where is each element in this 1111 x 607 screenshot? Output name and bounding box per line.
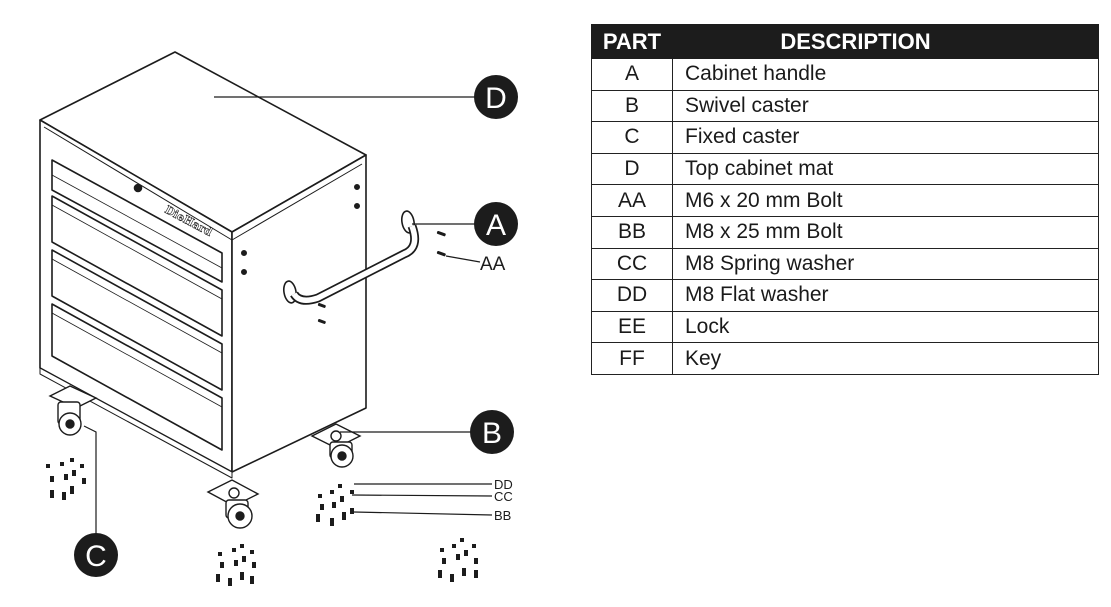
callout-c-label: C [85,540,107,573]
swivel-caster-rear [310,423,362,468]
part-description: M8 Flat washer [672,279,1099,312]
part-description: Key [672,342,1099,375]
part-description: Lock [672,310,1099,344]
drawer-3 [51,249,223,391]
part-code: B [591,89,673,123]
bolt-group-handle [317,230,446,324]
part-description: Swivel caster [672,89,1099,123]
part-code: CC [591,247,673,281]
part-code: AA [591,184,673,217]
part-code: FF [591,342,673,375]
callout-b-label: B [482,417,502,450]
part-code: A [591,58,673,91]
label-cc: CC [494,489,513,504]
part-code: D [591,152,673,186]
callout-c [74,533,118,577]
part-description: M6 x 20 mm Bolt [672,184,1099,217]
drawer-4 [51,303,223,451]
callout-b [470,410,514,454]
cabinet-handle [282,210,420,305]
hardware-group-front [216,544,256,586]
part-description: M8 Spring washer [672,247,1099,281]
label-dd: DD [494,477,513,492]
column-header-description: DESCRIPTION [672,24,1099,59]
drawer-1 [51,159,223,283]
part-description: Top cabinet mat [672,152,1099,186]
drawer-2 [51,195,223,337]
hardware-group-rear [316,484,354,526]
part-code: DD [591,279,673,312]
lock-icon [133,183,143,193]
cabinet-side [231,154,367,473]
parts-table-header: PART DESCRIPTION [591,24,1099,59]
part-code: EE [591,310,673,344]
label-aa: AA [480,254,506,275]
callout-a-label: A [486,209,506,242]
swivel-caster-front [206,479,260,529]
part-description: Fixed caster [672,121,1099,154]
column-header-part: PART [591,24,673,59]
part-code: C [591,121,673,154]
part-code: BB [591,215,673,249]
callout-d-label: D [485,82,507,115]
fixed-caster-front [48,385,98,436]
part-description: Cabinet handle [672,58,1099,91]
part-description: M8 x 25 mm Bolt [672,215,1099,249]
callout-d [474,75,518,119]
exploded-assembly-diagram: DieHard [39,51,518,586]
callout-a [474,202,518,246]
hardware-group-c [46,458,86,500]
label-bb: BB [494,508,511,523]
hardware-group-right [438,538,478,582]
